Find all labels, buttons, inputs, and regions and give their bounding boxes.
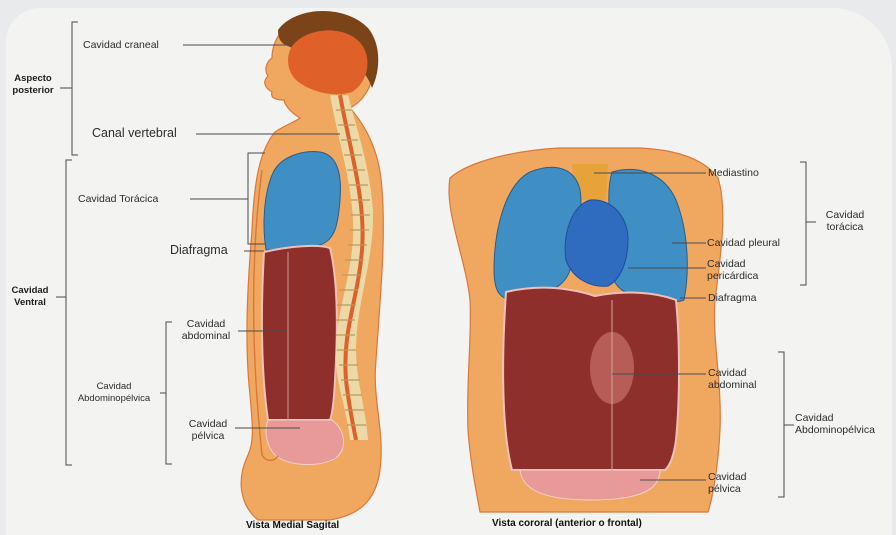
- label-cavidad-toracica-right: Cavidad torácica: [816, 209, 874, 233]
- label-cavidad-pleural: Cavidad pleural: [707, 237, 780, 249]
- bracket-aspecto-posterior: [72, 22, 78, 155]
- sagittal-abdominal-cavity: [262, 246, 337, 420]
- sagittal-figure: [241, 11, 383, 520]
- label-cavidad-pelvica-left: Cavidad pélvica: [180, 418, 236, 442]
- label-cavidad-pelvica-right: Cavidad pélvica: [708, 471, 747, 495]
- label-aspecto-posterior: Aspecto posterior: [8, 73, 58, 97]
- caption-vista-sagital: Vista Medial Sagital: [246, 520, 339, 531]
- coronal-figure: [449, 148, 723, 512]
- label-cavidad-craneal: Cavidad craneal: [83, 39, 159, 51]
- bracket-abdominopelvica-left: [166, 322, 172, 464]
- label-cavidad-abdominopelvica-right: Cavidad Abdominopélvica: [795, 412, 875, 436]
- bracket-cavidad-ventral: [66, 160, 72, 465]
- label-cavidad-ventral: Cavidad Ventral: [6, 285, 54, 309]
- bracket-abdominopelvica-right: [778, 352, 784, 497]
- label-diafragma-right: Diafragma: [708, 292, 756, 304]
- label-canal-vertebral: Canal vertebral: [92, 127, 177, 139]
- label-cavidad-abdominal-right: Cavidad abdominal: [708, 367, 756, 391]
- label-cavidad-toracica-left: Cavidad Torácica: [78, 193, 158, 205]
- bracket-toracica-right: [800, 162, 806, 285]
- label-diafragma-left: Diafragma: [170, 244, 228, 256]
- label-cavidad-abdominopelvica-left: Cavidad Abdominopélvica: [68, 381, 160, 405]
- caption-vista-coronal: Vista cororal (anterior o frontal): [492, 518, 642, 529]
- label-cavidad-abdominal-left: Cavidad abdominal: [176, 318, 236, 342]
- label-mediastino: Mediastino: [708, 167, 759, 179]
- label-cavidad-pericardica: Cavidad pericárdica: [707, 258, 758, 282]
- coronal-heart-pericardial: [565, 200, 628, 286]
